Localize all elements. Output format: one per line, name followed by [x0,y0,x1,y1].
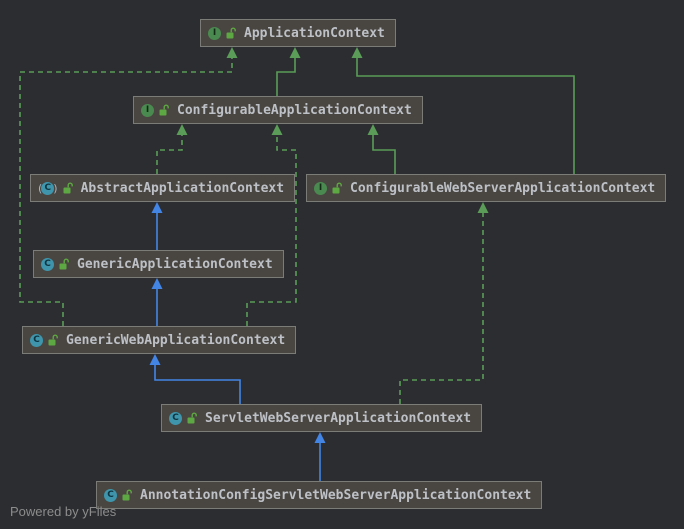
public-lock-icon [59,258,69,270]
interface-icon: I [208,26,221,40]
edge-genericwebapplicationcontext-implements-configurableapplicationcontext[interactable] [246,124,297,326]
public-lock-icon [159,104,169,116]
class-name-label: ConfigurableWebServerApplicationContext [350,180,656,196]
class-icon: C [104,488,117,502]
class-name-label: ServletWebServerApplicationContext [205,410,472,426]
class-node-configurablewebserverapplicationcontext[interactable]: I ConfigurableWebServerApplicationContex… [306,174,667,202]
class-icon: C [30,333,43,347]
class-name-label: GenericApplicationContext [77,256,273,272]
edge-configurablewebserverapplicationcontext-extends-configurableapplicationcontext[interactable] [367,124,396,174]
class-node-servletwebserverapplicationcontext[interactable]: C ServletWebServerApplicationContext [161,404,483,432]
edge-abstractapplicationcontext-implements-configurableapplicationcontext[interactable] [156,124,188,174]
interface-icon: I [314,181,327,195]
public-lock-icon [187,412,197,424]
class-name-label: AbstractApplicationContext [80,180,285,196]
class-icon: C [169,411,182,425]
edge-genericapplicationcontext-extends-abstractapplicationcontext[interactable] [151,202,163,250]
interface-icon: I [141,103,154,117]
class-node-genericapplicationcontext[interactable]: C GenericApplicationContext [33,250,284,278]
edge-genericwebapplicationcontext-extends-genericapplicationcontext[interactable] [151,278,163,326]
class-name-label: ApplicationContext [244,25,385,41]
class-name-label: ConfigurableApplicationContext [177,102,412,118]
abstract-class-icon: C [38,181,58,195]
public-lock-icon [48,334,58,346]
class-node-configurableapplicationcontext[interactable]: I ConfigurableApplicationContext [133,96,423,124]
class-node-genericwebapplicationcontext[interactable]: C GenericWebApplicationContext [22,326,297,354]
edge-configurableapplicationcontext-extends-applicationcontext[interactable] [276,47,301,96]
edge-annotationconfigservletwebserverapplicationcontext-extends-servletwebserverapplicationcontext[interactable] [314,432,326,481]
public-lock-icon [332,182,342,194]
class-node-applicationcontext[interactable]: I ApplicationContext [200,19,396,47]
class-name-label: AnnotationConfigServletWebServerApplicat… [140,487,532,503]
class-icon: C [41,257,54,271]
yfiles-watermark: Powered by yFiles [10,504,117,519]
edge-servletwebserverapplicationcontext-implements-configurablewebserverapplicationcontext[interactable] [399,202,489,404]
public-lock-icon [122,489,132,501]
edge-servletwebserverapplicationcontext-extends-genericwebapplicationcontext[interactable] [149,354,241,404]
class-node-abstractapplicationcontext[interactable]: C AbstractApplicationContext [30,174,296,202]
public-lock-icon [226,27,236,39]
class-node-annotationconfigservletwebserverapplicationcontext[interactable]: C AnnotationConfigServletWebServerApplic… [96,481,543,509]
class-name-label: GenericWebApplicationContext [66,332,286,348]
public-lock-icon [63,182,73,194]
